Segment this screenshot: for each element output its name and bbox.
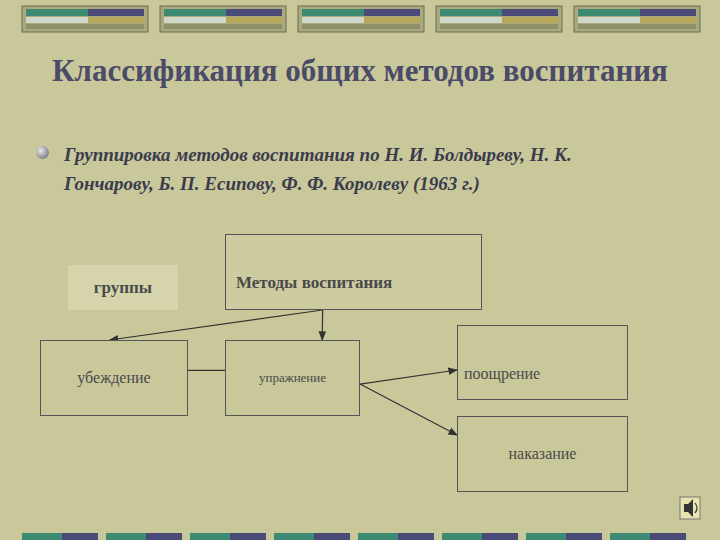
bottom-bar-stripe (482, 533, 518, 540)
node-text: упражнение (259, 370, 326, 386)
top-bar-stripe (26, 17, 88, 23)
bottom-bar-stripe (62, 533, 98, 540)
root-box: Методы воспитания (225, 234, 482, 310)
bullet-marker (36, 146, 49, 159)
top-bar-stripe (226, 9, 282, 16)
top-bar-stripe (88, 9, 144, 16)
top-bar-stripe (26, 24, 144, 29)
bottom-bar-stripe (230, 533, 266, 540)
bottom-bar-stripe (650, 533, 686, 540)
top-bar-stripe (640, 17, 696, 23)
top-bar-tile (22, 6, 148, 32)
top-bar-stripe (26, 9, 88, 16)
top-bar-stripe (364, 17, 420, 23)
connector (360, 370, 457, 384)
connector (322, 310, 324, 340)
bottom-bar-stripe (146, 533, 182, 540)
top-bar-stripe (578, 17, 640, 23)
bottom-bar-stripe (190, 533, 230, 540)
bottom-bar-stripe (106, 533, 146, 540)
node-text: убеждение (77, 369, 150, 387)
method-box: поощрение (457, 325, 628, 400)
group-label-box: группы (68, 265, 178, 310)
top-bar-stripe (302, 17, 364, 23)
bottom-bar-stripe (526, 533, 566, 540)
bottom-bar-stripe (22, 533, 62, 540)
top-bar-stripe (440, 9, 502, 16)
bottom-bar-stripe (566, 533, 602, 540)
top-bar-stripe (640, 9, 696, 16)
connector (188, 370, 225, 371)
bottom-bar-stripe (358, 533, 398, 540)
top-bar-stripe (440, 17, 502, 23)
bullet-text: Группировка методов воспитания по Н. И. … (64, 140, 664, 199)
top-bar-stripe (226, 17, 282, 23)
top-bar-stripe (364, 9, 420, 16)
top-bar-stripe (502, 17, 558, 23)
top-bar-stripe (164, 9, 226, 16)
node-text: наказание (509, 445, 577, 463)
method-box: упражнение (225, 340, 360, 416)
top-bar-stripe (502, 9, 558, 16)
top-bar-stripe (88, 17, 144, 23)
node-text: Методы воспитания (236, 273, 392, 293)
bottom-bar-stripe (314, 533, 350, 540)
top-bar-tile (298, 6, 424, 32)
connector (110, 310, 323, 340)
method-box: наказание (457, 416, 628, 492)
top-bar-stripe (164, 17, 226, 23)
bottom-bar-stripe (442, 533, 482, 540)
method-box: убеждение (40, 340, 188, 416)
top-bar-stripe (302, 24, 420, 29)
top-bar-stripe (302, 9, 364, 16)
bottom-bar-stripe (274, 533, 314, 540)
top-bar-tile (436, 6, 562, 32)
speaker-icon (680, 497, 700, 519)
bottom-bar-stripe (610, 533, 650, 540)
top-bar-tile (574, 6, 700, 32)
node-text: поощрение (464, 365, 540, 383)
connector (360, 384, 457, 435)
node-text: группы (94, 278, 152, 298)
top-bar-stripe (578, 24, 696, 29)
top-bar-tile (160, 6, 286, 32)
top-bar-stripe (578, 9, 640, 16)
bottom-bar-stripe (398, 533, 434, 540)
top-bar-stripe (440, 24, 558, 29)
slide-title: Классификация общих методов воспитания (40, 52, 680, 90)
top-bar-stripe (164, 24, 282, 29)
